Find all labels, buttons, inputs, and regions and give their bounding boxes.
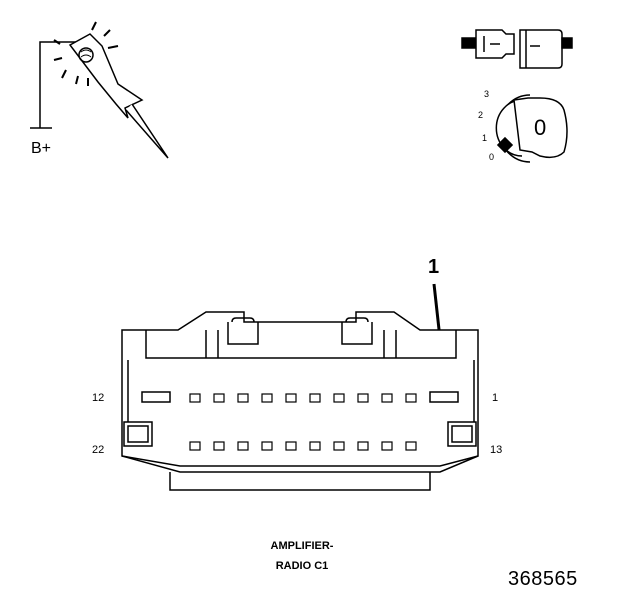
b-plus-label: B+ — [31, 140, 52, 157]
pin-label-22: 22 — [92, 444, 105, 456]
pin-label-13: 13 — [490, 444, 503, 456]
terminal-cavities — [189, 393, 417, 451]
ignition-key-icon — [495, 94, 568, 163]
connector-disconnected-icon — [461, 29, 573, 69]
connector-caption-line2: RADIO C1 — [275, 560, 329, 572]
ignition-position-0: 0 — [489, 152, 495, 162]
pin-label-12: 12 — [92, 392, 105, 404]
test-light-probe-icon — [30, 21, 169, 159]
pin-label-1: 1 — [492, 392, 499, 404]
connector-caption-line1: AMPLIFIER- — [270, 540, 334, 552]
figure-number: 368565 — [508, 568, 578, 590]
ignition-position-1: 1 — [482, 133, 488, 143]
ignition-position-2: 2 — [478, 110, 484, 120]
callout-label: 1 — [428, 256, 440, 278]
ignition-position-3: 3 — [484, 89, 490, 99]
key-position-label: 0 — [534, 115, 547, 140]
connector-face — [121, 311, 479, 491]
